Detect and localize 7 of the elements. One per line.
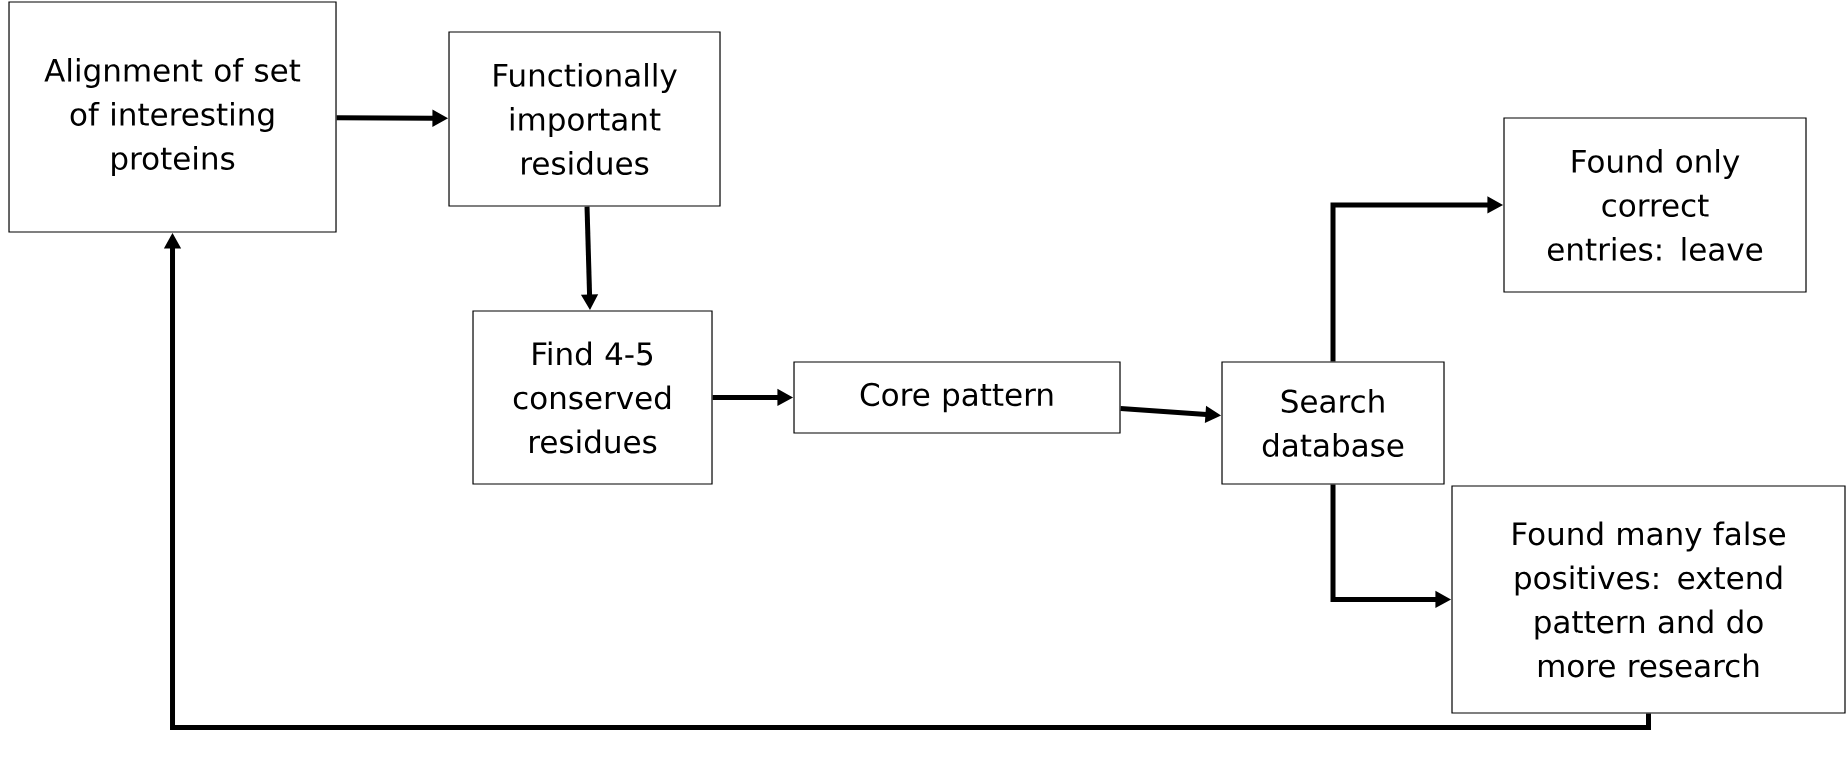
process-box: Core pattern	[793, 361, 1121, 434]
process-box: Alignment of set of interesting proteins	[8, 1, 337, 233]
process-box: Functionally important residues	[448, 31, 721, 207]
process-box: Found only correct entries: leave	[1503, 117, 1807, 293]
process-box: Search database	[1221, 361, 1445, 485]
process-box: Found many false positives: extend pattern and do more research	[1451, 485, 1846, 714]
process-box: Find 4-5 conserved residues	[472, 310, 713, 485]
